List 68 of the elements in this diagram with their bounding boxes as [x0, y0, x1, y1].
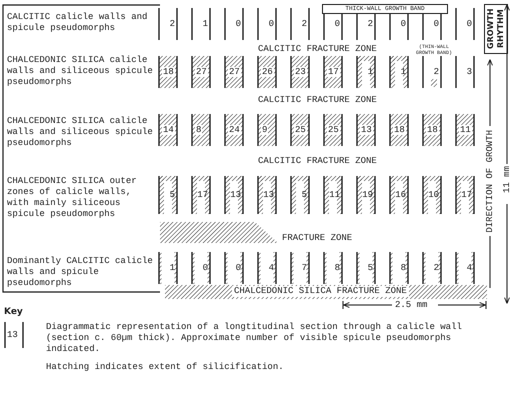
spicule-count: 2: [366, 19, 373, 29]
dimension-label: 2.5 mm: [395, 300, 428, 311]
row-label: CHALCEDONIC SILICA calicle walls and siliceous spicule pseudomorphs: [7, 116, 154, 149]
zone-label: CALCITIC FRACTURE ZONE: [258, 95, 377, 106]
spicule-count: 27: [195, 67, 208, 77]
spicule-count: 0: [202, 263, 208, 273]
zone-label: CALCITIC FRACTURE ZONE: [258, 156, 377, 167]
spicule-count: 1: [400, 67, 406, 77]
spicule-count: 10: [427, 190, 439, 200]
spicule-count: 9: [261, 125, 268, 135]
spicule-count: 17: [460, 190, 472, 200]
spicule-count: 5: [366, 263, 373, 273]
spicule-count: 0: [234, 19, 241, 29]
spicule-count: 4: [466, 263, 472, 273]
spicule-count: 18: [162, 67, 175, 77]
spicule-count: 16: [394, 190, 406, 200]
spicule-count: 13: [262, 190, 274, 200]
spicule-count: 0: [334, 19, 340, 29]
spicule-count: 13: [7, 330, 18, 341]
spicule-count: 17: [327, 67, 340, 77]
direction-label: DIRECTION OF GROWTH: [485, 130, 495, 233]
spicule-count: 2: [168, 19, 175, 29]
spicule-count: 1: [366, 67, 373, 77]
spicule-count: 0: [466, 19, 472, 29]
spicule-count: 17: [196, 190, 208, 200]
zone-label: FRACTURE ZONE: [282, 233, 352, 244]
spicule-count: 18: [426, 125, 439, 135]
spicule-count: 14: [162, 125, 175, 135]
spicule-count: 2: [300, 19, 307, 29]
spicule-count: 1: [202, 19, 208, 29]
spicule-count: 5: [168, 190, 175, 200]
spicule-count: 0: [268, 19, 274, 29]
spicule-count: 5: [300, 190, 307, 200]
spicule-count: 23: [294, 67, 307, 77]
spicule-count: 24: [228, 125, 241, 135]
spicule-count: 11: [328, 190, 340, 200]
row-label: CHALCEDONIC SILICA calicle walls and siliceous spicule pseudomorphs: [7, 55, 154, 88]
spicule-count: 4: [268, 263, 274, 273]
spicule-count: 13: [229, 190, 241, 200]
spicule-count: 26: [261, 67, 274, 77]
key-description: Diagrammatic representation of a longtitudinal section through a calicle wall (section c. 60µm thick). Approximate number of visible spicule pseudomorphs indicated.: [46, 322, 463, 355]
spicule-count: 11: [459, 125, 472, 135]
row-label: Dominantly CALCITIC calicle walls and spicule pseudomorphs: [7, 256, 154, 289]
spicule-count: 8: [195, 125, 202, 135]
spicule-count: 0: [400, 19, 406, 29]
spicule-count: 7: [300, 263, 307, 273]
spicule-count: 8: [334, 263, 340, 273]
spicule-count: 25: [294, 125, 307, 135]
spicule-count: 18: [393, 125, 406, 135]
key-heading: Key: [4, 307, 23, 318]
spicule-count: 0: [234, 263, 241, 273]
spicule-count: 27: [228, 67, 241, 77]
spicule-count: 2: [432, 263, 439, 273]
spicule-count: 8: [400, 263, 406, 273]
spicule-count: 2: [432, 67, 439, 77]
spicule-count: 13: [360, 125, 373, 135]
zone-label: CHALCEDONIC SILICA FRACTURE ZONE: [232, 286, 409, 297]
spicule-count: 3: [466, 67, 472, 77]
spicule-count: 1: [168, 263, 175, 273]
growth-rhythm-label: GROWTH RHYTHM: [484, 4, 508, 54]
dimension-label: 11 mm: [502, 166, 512, 194]
zone-label: CALCITIC FRACTURE ZONE: [258, 44, 377, 55]
spicule-count: 0: [432, 19, 439, 29]
key-description: Hatching indicates extent of silicification.: [46, 362, 285, 373]
spicule-count: 19: [361, 190, 373, 200]
row-label: CHALCEDONIC SILICA outer zones of calicle walls, with mainly siliceous spicule pseudomorphs: [7, 176, 138, 220]
row-label: CALCITIC calicle walls and spicule pseudomorphs: [7, 12, 148, 34]
spicule-count: 25: [327, 125, 340, 135]
